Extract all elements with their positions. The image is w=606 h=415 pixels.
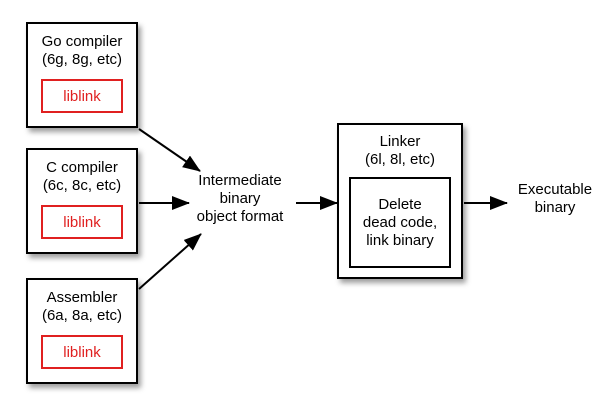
node-intermediate-label: Intermediate binary object format	[196, 172, 284, 225]
go-compiler-title: Go compiler (6g, 8g, etc)	[41, 33, 123, 68]
c-compiler-title: C compiler (6c, 8c, etc)	[42, 159, 122, 194]
node-executable-binary-label: Executable binary	[517, 181, 593, 216]
linker-title: Linker (6l, 8l, etc)	[364, 133, 436, 168]
linker-inner-box: Delete dead code, link binary	[349, 177, 451, 268]
arrow-assembler-to-intermediate	[138, 233, 202, 290]
node-c-compiler[interactable]: C compiler (6c, 8c, etc) liblink	[26, 148, 138, 254]
c-compiler-liblink-box: liblink	[41, 205, 123, 239]
node-assembler[interactable]: Assembler (6a, 8a, etc) liblink	[26, 278, 138, 384]
node-go-compiler[interactable]: Go compiler (6g, 8g, etc) liblink	[26, 22, 138, 128]
assembler-title: Assembler (6a, 8a, etc)	[41, 289, 123, 324]
go-compiler-liblink-box: liblink	[41, 79, 123, 113]
assembler-liblink-box: liblink	[41, 335, 123, 369]
arrow-go-compiler-to-intermediate	[138, 128, 201, 172]
node-linker[interactable]: Linker (6l, 8l, etc) Delete dead code, l…	[337, 123, 463, 279]
